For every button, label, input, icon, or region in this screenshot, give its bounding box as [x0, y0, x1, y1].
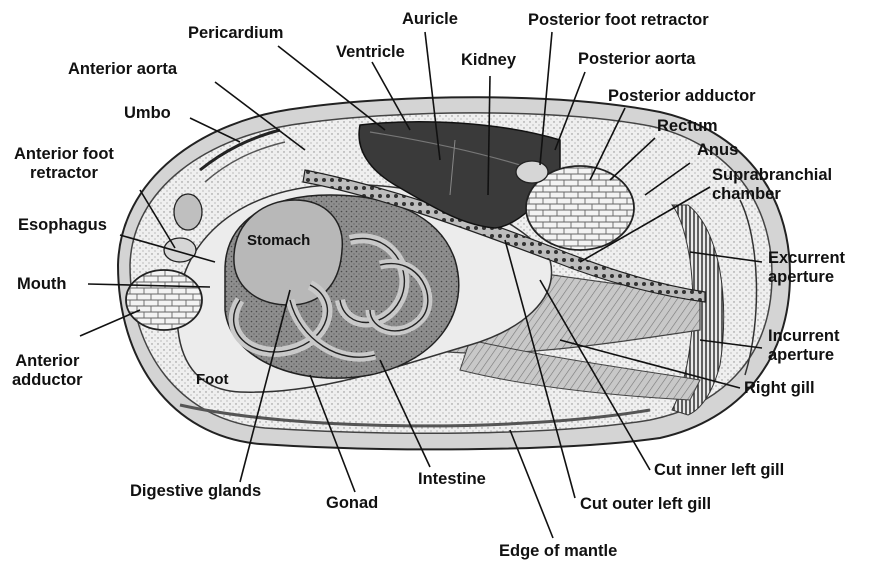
label-incurrent-aperture: Incurrent aperture [768, 327, 840, 365]
label-foot: Foot [196, 370, 228, 389]
label-edge-of-mantle: Edge of mantle [499, 542, 617, 561]
label-suprabranchial-line1: Suprabranchial [712, 166, 832, 185]
label-pericardium: Pericardium [188, 24, 283, 43]
label-ventricle: Ventricle [336, 43, 405, 62]
label-intestine: Intestine [418, 470, 486, 489]
label-anus: Anus [697, 141, 738, 160]
label-umbo: Umbo [124, 104, 171, 123]
label-rectum: Rectum [657, 117, 718, 136]
label-anterior-adductor-line2: adductor [12, 371, 83, 390]
label-stomach: Stomach [247, 231, 310, 250]
label-cut-inner-left-gill: Cut inner left gill [654, 461, 784, 480]
label-posterior-aorta: Posterior aorta [578, 50, 695, 69]
label-anterior-aorta: Anterior aorta [68, 60, 177, 79]
label-gonad: Gonad [326, 494, 378, 513]
label-cut-outer-left-gill: Cut outer left gill [580, 495, 711, 514]
label-posterior-foot-retractor: Posterior foot retractor [528, 11, 709, 30]
label-excurrent-aperture: Excurrent aperture [768, 249, 845, 287]
label-esophagus: Esophagus [18, 216, 107, 235]
label-anterior-adductor-line1: Anterior [12, 352, 83, 371]
label-anterior-foot-retractor-line2: retractor [14, 164, 114, 183]
label-mouth: Mouth [17, 275, 66, 294]
label-anterior-foot-retractor: Anterior foot retractor [14, 145, 114, 183]
label-excurrent-line1: Excurrent [768, 249, 845, 268]
label-suprabranchial-line2: chamber [712, 185, 832, 204]
label-posterior-adductor: Posterior adductor [608, 87, 756, 106]
label-kidney: Kidney [461, 51, 516, 70]
label-suprabranchial-chamber: Suprabranchial chamber [712, 166, 832, 204]
anterior-adductor-muscle [126, 270, 202, 330]
label-incurrent-line2: aperture [768, 346, 840, 365]
label-right-gill: Right gill [744, 379, 815, 398]
label-auricle: Auricle [402, 10, 458, 29]
label-incurrent-line1: Incurrent [768, 327, 840, 346]
label-digestive-glands: Digestive glands [130, 482, 261, 501]
label-excurrent-line2: aperture [768, 268, 845, 287]
label-anterior-adductor: Anterior adductor [12, 352, 83, 390]
label-anterior-foot-retractor-line1: Anterior foot [14, 145, 114, 164]
